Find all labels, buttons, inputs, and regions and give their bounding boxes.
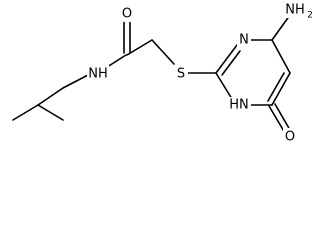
- bond-c5-c6-2: [267, 72, 285, 102]
- structure-svg: O NH S N NH 2 HN O: [12, 2, 313, 145]
- bond-c6-o-2: [274, 103, 291, 131]
- bond-ch2-s: [151, 39, 175, 65]
- bond-c6-o-1: [268, 105, 286, 134]
- bond-c2-n3-2: [221, 50, 241, 76]
- molecule-diagram: O NH S N NH 2 HN O: [12, 2, 313, 145]
- atom-o-keto: O: [285, 130, 295, 145]
- bond-n1-c2: [215, 72, 233, 100]
- atom-nh-amide: NH: [88, 67, 108, 82]
- bond-ch2-nh: [62, 74, 89, 89]
- bond-c2-n3-1: [215, 44, 238, 74]
- atom-nh2-subscript: 2: [307, 11, 313, 21]
- bond-c4-c5: [271, 39, 291, 74]
- bond-c5-c6-1: [271, 72, 291, 106]
- atom-labels: O NH S N NH 2 HN O: [87, 2, 313, 145]
- atom-n-ring: N: [239, 33, 249, 48]
- bond-c-ch2: [126, 39, 153, 56]
- bond-ch-ch2: [37, 87, 64, 106]
- atom-nh2-amino: NH: [285, 3, 305, 18]
- bond-ch3a-ch: [12, 104, 39, 121]
- atom-s-thioether: S: [177, 67, 185, 82]
- bond-ch-ch3b: [37, 104, 64, 121]
- atom-hn-ring: HN: [229, 98, 249, 113]
- bonds: [12, 14, 291, 134]
- bond-c4-nh2: [271, 14, 291, 41]
- atom-o-amide: O: [122, 7, 132, 22]
